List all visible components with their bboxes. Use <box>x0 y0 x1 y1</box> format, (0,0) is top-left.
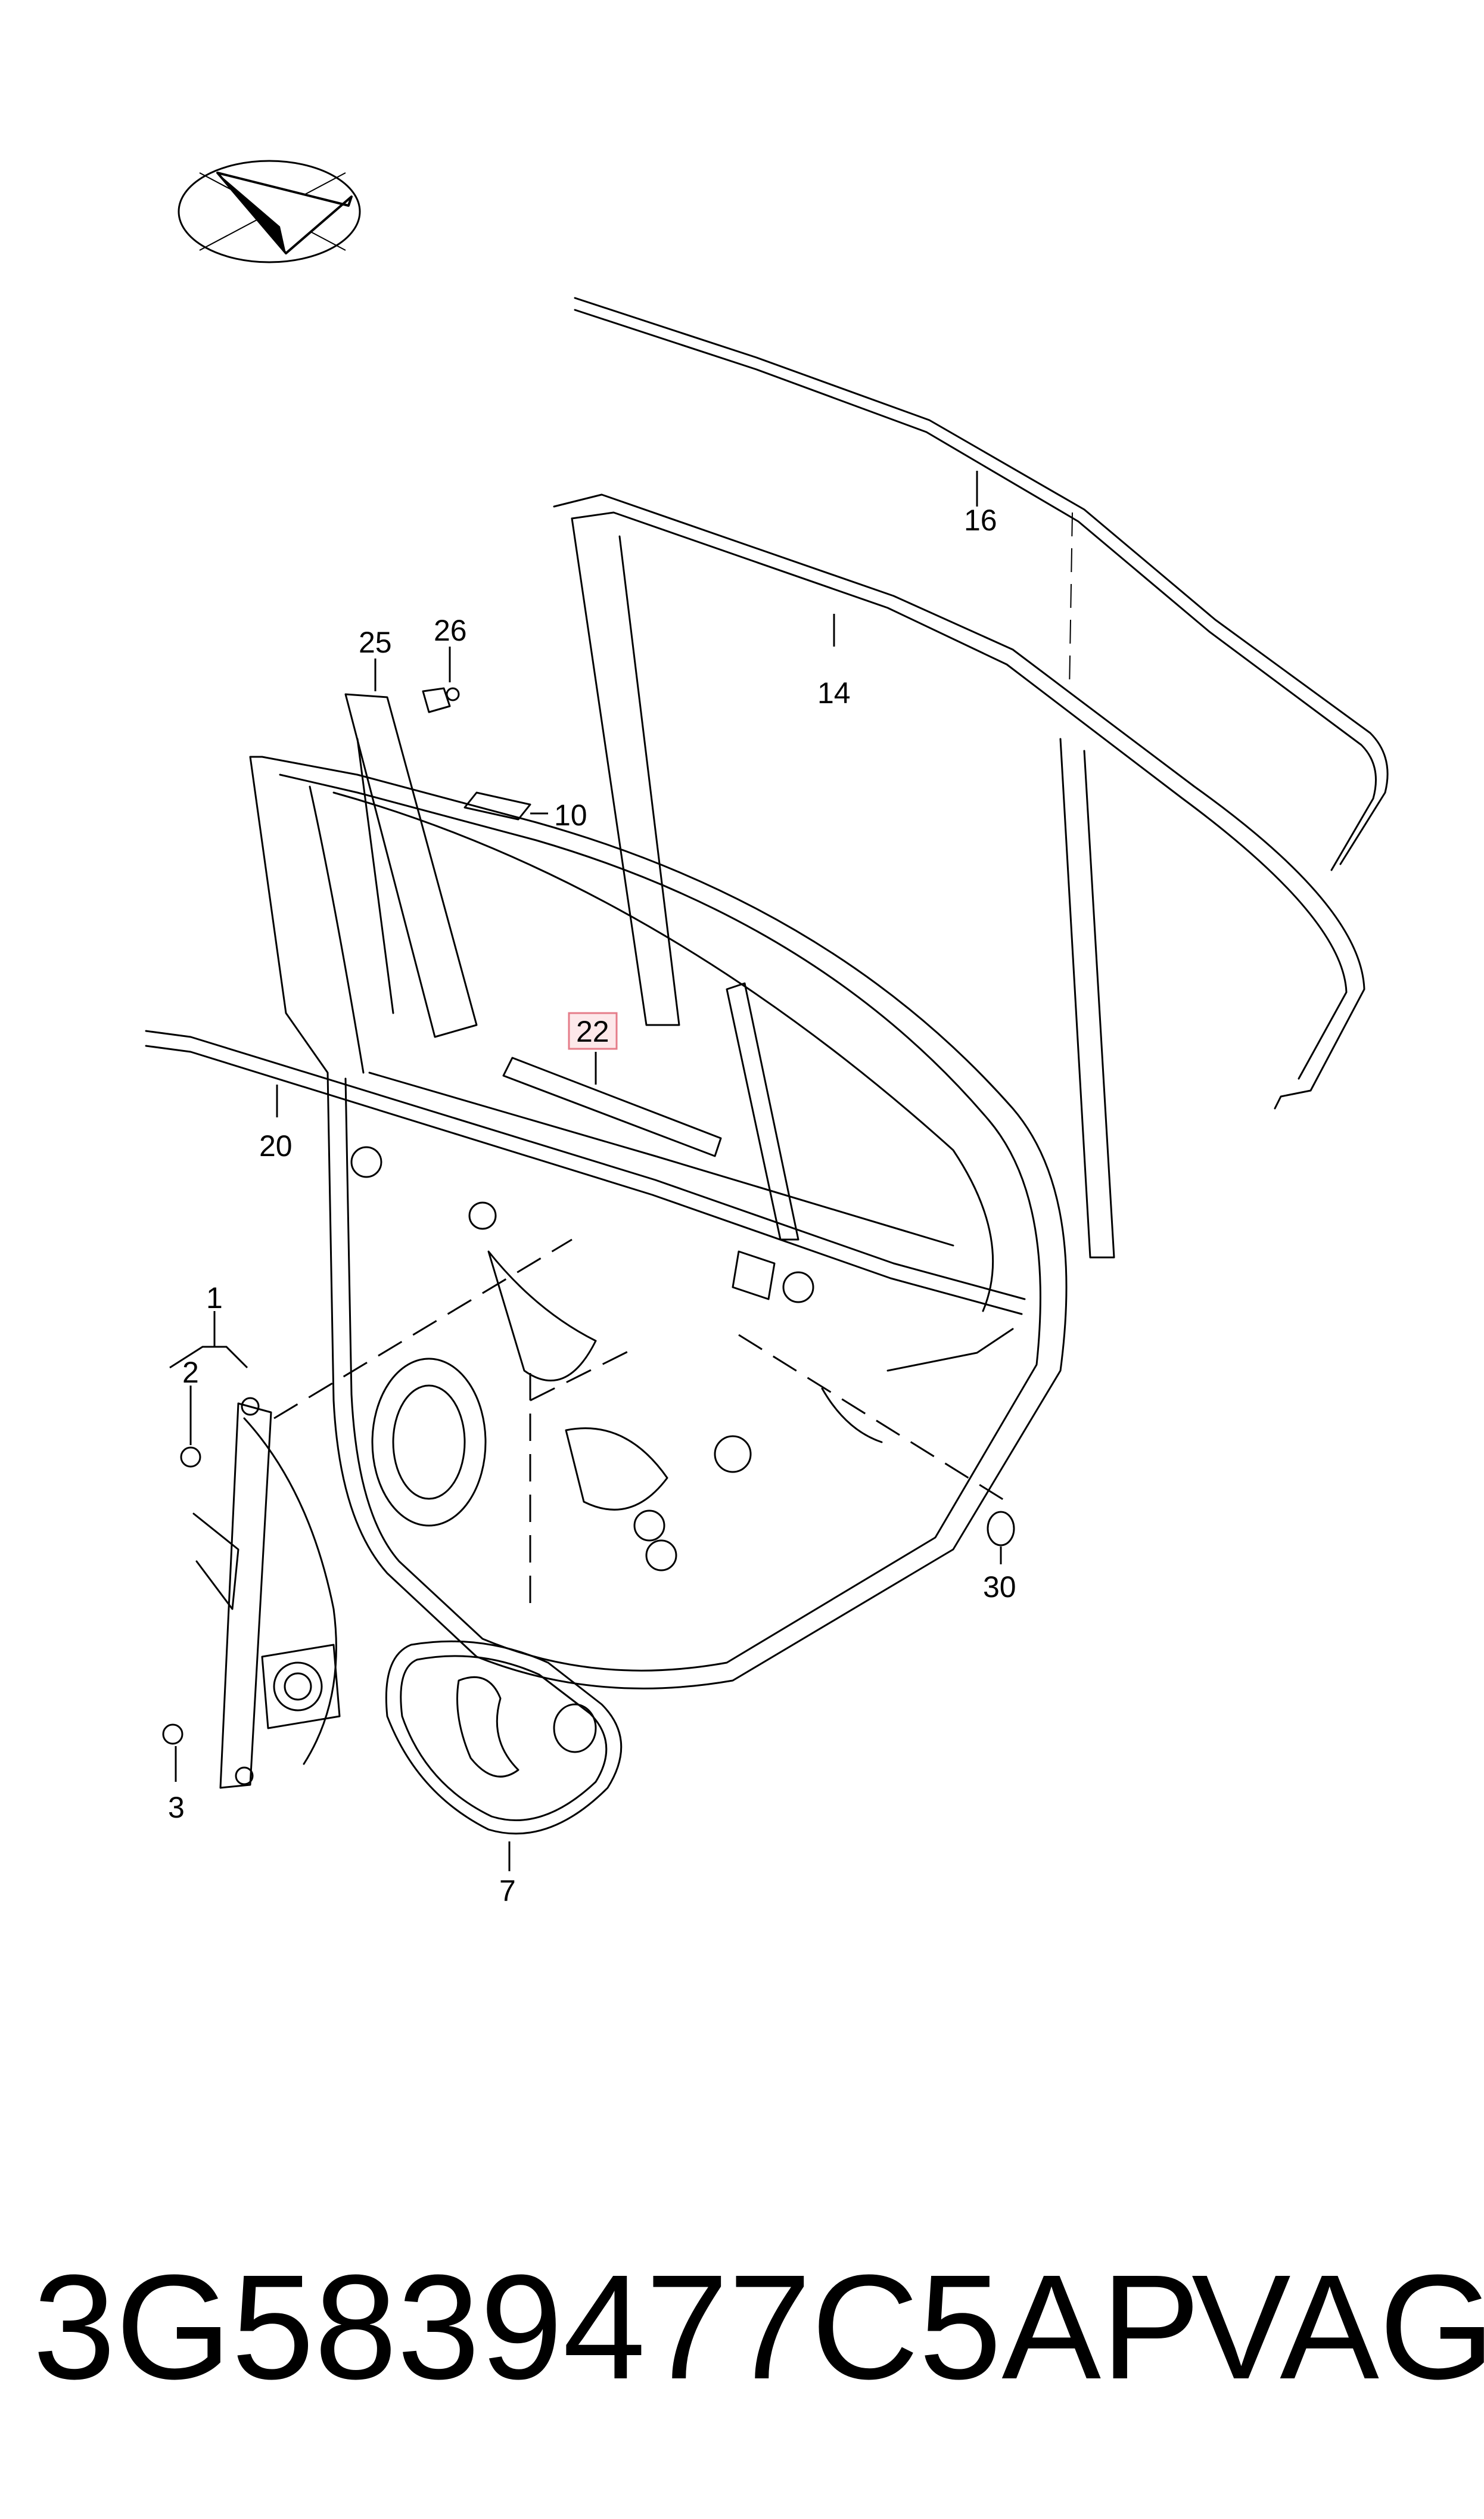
callout-2: 2 <box>182 1356 199 1389</box>
callout-26: 26 <box>434 614 467 647</box>
sealing-pad <box>463 791 531 821</box>
callout-20: 20 <box>259 1129 293 1163</box>
door-panel <box>249 756 1068 1689</box>
assembly-lines <box>273 1238 1007 1603</box>
callout-14: 14 <box>817 676 851 710</box>
callout-7: 7 <box>499 1874 516 1908</box>
roof-seal-strip <box>574 297 1389 871</box>
callout-1: 1 <box>206 1281 223 1315</box>
callout-25: 25 <box>359 626 392 659</box>
drain-plug <box>987 1511 1015 1546</box>
leader-lines <box>169 471 1002 1871</box>
window-regulator <box>192 1397 341 1789</box>
part-number: 3G5839477C5AP <box>33 2244 1200 2410</box>
callout-22: 22 <box>576 1015 609 1048</box>
callout-30: 30 <box>983 1570 1016 1604</box>
callout-22-highlight <box>568 1012 618 1050</box>
outer-window-seal <box>145 1030 1026 1315</box>
callout-3: 3 <box>168 1791 185 1824</box>
callout-10: 10 <box>554 799 587 832</box>
inner-window-seal <box>502 1057 722 1157</box>
regulator-nut-upper-icon <box>180 1446 201 1468</box>
callout-16: 16 <box>964 504 997 537</box>
regulator-nut-lower-icon <box>162 1723 183 1745</box>
window-guide-rail <box>344 693 478 1038</box>
part-number-footer: 3G5839477C5AP VAG <box>33 2253 1484 2402</box>
guide-clip <box>422 687 460 713</box>
window-frame-seal <box>553 493 1365 1259</box>
orientation-arrow-icon <box>178 160 361 263</box>
brand-name: VAG <box>1191 2244 1484 2410</box>
door-membrane <box>385 1640 623 1835</box>
